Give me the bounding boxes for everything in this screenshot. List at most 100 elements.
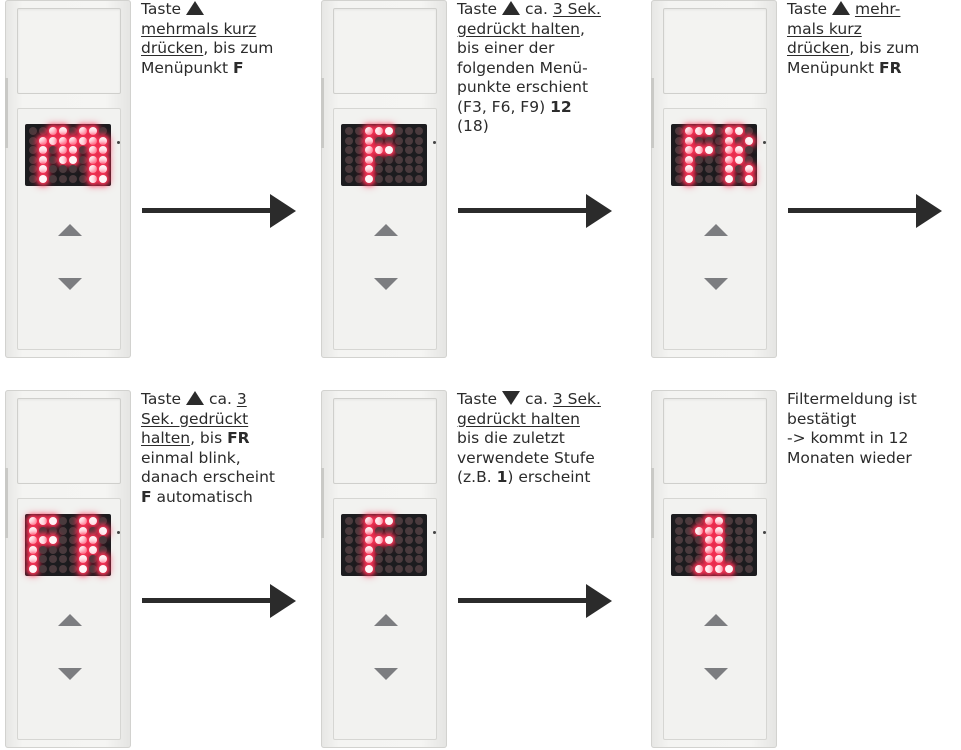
- text-run: Menüpunkt: [787, 58, 880, 77]
- led-dot: [725, 517, 734, 526]
- led-dot: [79, 536, 88, 545]
- led-dot: [38, 165, 47, 174]
- led-dot: [364, 555, 373, 564]
- underlined-text: 3: [236, 390, 247, 408]
- led-dot: [344, 517, 353, 526]
- led-dot: [735, 146, 744, 155]
- control-device: [5, 0, 131, 358]
- down-button-icon[interactable]: [374, 278, 398, 290]
- led-dot: [735, 517, 744, 526]
- led-dot: [69, 174, 78, 183]
- step-2: Taste ca. 3 Sek.gedrückt halten,bis eine…: [316, 0, 636, 360]
- down-button-icon[interactable]: [704, 668, 728, 680]
- led-dot: [48, 517, 57, 526]
- led-dot: [354, 165, 363, 174]
- up-button-icon[interactable]: [704, 614, 728, 626]
- led-dot: [69, 536, 78, 545]
- up-button-icon[interactable]: [374, 614, 398, 626]
- led-dot: [674, 136, 683, 145]
- bold-text: F: [233, 58, 244, 77]
- led-dot: [69, 146, 78, 155]
- led-dot: [99, 127, 108, 136]
- text-run: Taste: [141, 0, 187, 18]
- text-run: Filtermeldung ist: [787, 390, 917, 408]
- led-dot: [745, 174, 754, 183]
- led-dot: [385, 545, 394, 554]
- led-dot: [374, 136, 383, 145]
- led-dot: [374, 165, 383, 174]
- text-run: (18): [457, 117, 489, 135]
- led-dot: [674, 545, 683, 554]
- led-dot: [715, 517, 724, 526]
- arrow-head: [586, 584, 612, 618]
- led-dot: [735, 136, 744, 145]
- led-dot: [415, 146, 424, 155]
- led-dot: [38, 536, 47, 545]
- led-dot: [715, 155, 724, 164]
- led-dot: [344, 127, 353, 136]
- next-step-arrow-icon: [458, 584, 616, 618]
- bold-text: FR: [879, 58, 902, 77]
- led-dot: [374, 555, 383, 564]
- up-button-icon[interactable]: [374, 224, 398, 236]
- led-dot: [79, 564, 88, 573]
- underlined-text: gedrückt halten: [457, 409, 580, 428]
- led-dot: [715, 146, 724, 155]
- up-button-icon[interactable]: [704, 224, 728, 236]
- led-matrix-display: [25, 514, 111, 576]
- led-dot: [405, 136, 414, 145]
- led-dot: [48, 536, 57, 545]
- control-device: [651, 390, 777, 748]
- down-button-icon[interactable]: [58, 668, 82, 680]
- text-run: ca.: [204, 390, 237, 408]
- led-dot: [694, 146, 703, 155]
- led-dot: [28, 155, 37, 164]
- led-dot: [48, 155, 57, 164]
- step-1: Taste mehrmals kurz drücken, bis zum Men…: [0, 0, 320, 360]
- arrow-shaft: [458, 598, 590, 603]
- led-dot: [354, 127, 363, 136]
- down-button-icon[interactable]: [374, 668, 398, 680]
- up-button-icon[interactable]: [58, 224, 82, 236]
- led-dot: [99, 174, 108, 183]
- arrow-head: [916, 194, 942, 228]
- led-dot: [415, 555, 424, 564]
- led-dot: [405, 536, 414, 545]
- led-dot: [99, 165, 108, 174]
- down-button-icon[interactable]: [58, 278, 82, 290]
- led-dot: [89, 517, 98, 526]
- text-run: ca.: [520, 390, 553, 408]
- led-dot: [58, 526, 67, 535]
- down-button-icon[interactable]: [704, 278, 728, 290]
- led-dot: [385, 564, 394, 573]
- led-dot: [79, 517, 88, 526]
- bold-text: F: [141, 487, 152, 506]
- up-button-icon[interactable]: [58, 614, 82, 626]
- led-dot: [704, 165, 713, 174]
- led-dot: [704, 564, 713, 573]
- led-dot: [28, 165, 37, 174]
- step-6: Filtermeldung ist bestätigt -> kommt in …: [646, 390, 961, 750]
- led-dot: [48, 136, 57, 145]
- led-dot: [69, 127, 78, 136]
- led-dot: [364, 517, 373, 526]
- led-dot: [79, 165, 88, 174]
- text-run: automatisch: [151, 487, 253, 506]
- led-dot: [725, 127, 734, 136]
- led-dot: [745, 155, 754, 164]
- text-run: ,: [579, 19, 585, 38]
- led-dot: [715, 545, 724, 554]
- led-dot: [704, 146, 713, 155]
- led-dot: [405, 165, 414, 174]
- led-dot: [725, 536, 734, 545]
- led-dot: [704, 545, 713, 554]
- led-dot: [364, 127, 373, 136]
- led-dot: [725, 545, 734, 554]
- led-dot: [745, 564, 754, 573]
- led-dot: [415, 174, 424, 183]
- led-dot: [415, 127, 424, 136]
- text-run: (z.B.: [457, 468, 497, 486]
- led-dot: [395, 517, 404, 526]
